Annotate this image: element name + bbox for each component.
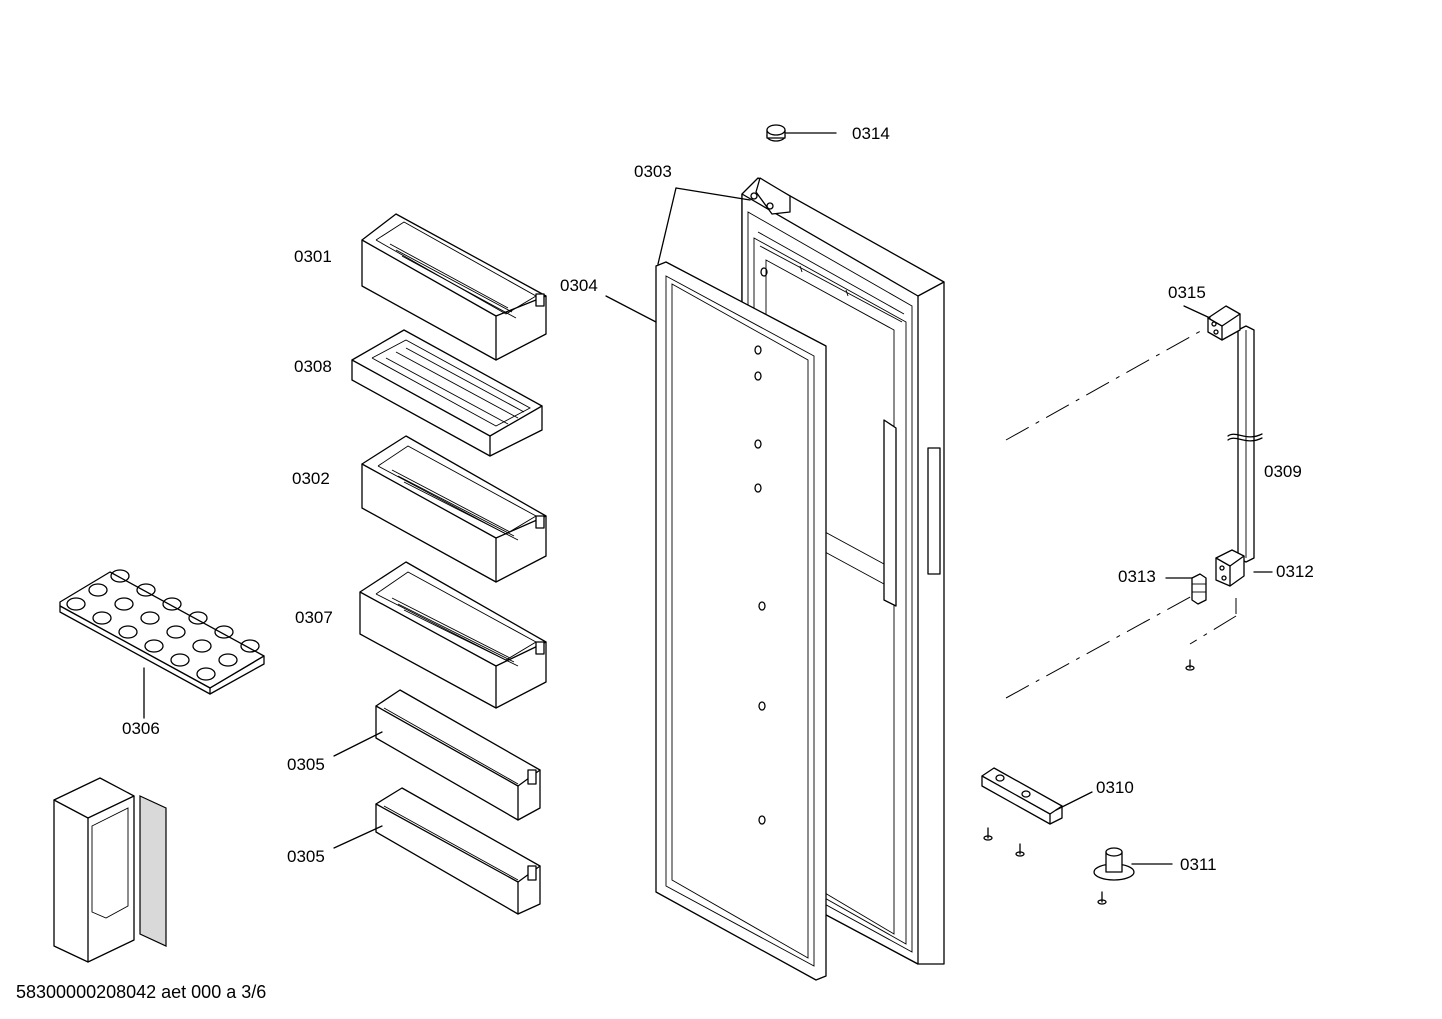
bottle-rack-0305-bottom [375, 787, 541, 915]
handle-cap-0315 [1207, 305, 1241, 341]
label-0303: 0303 [634, 162, 672, 181]
door-bin-0301 [361, 213, 547, 361]
assembly-lines [1005, 327, 1237, 699]
leader-lines [143, 132, 1273, 865]
egg-cup [240, 639, 260, 653]
screw-d [1097, 891, 1107, 905]
egg-cup [92, 611, 112, 625]
label-0315: 0315 [1168, 283, 1206, 302]
egg-cup [166, 625, 186, 639]
egg-cup [162, 597, 182, 611]
egg-cup [144, 639, 164, 653]
label-0310: 0310 [1096, 778, 1134, 797]
egg-cup [188, 611, 208, 625]
label-0313: 0313 [1118, 567, 1156, 586]
egg-cup [110, 569, 130, 583]
hinge-pin-0311 [1093, 847, 1135, 881]
label-0312: 0312 [1276, 562, 1314, 581]
egg-cup [140, 611, 160, 625]
egg-tray-0306 [59, 569, 265, 695]
filter-box [53, 777, 167, 963]
label-0302: 0302 [292, 469, 330, 488]
egg-cup [196, 667, 216, 681]
egg-cup [118, 625, 138, 639]
door-screws [754, 265, 849, 825]
door-bin-0308 [351, 329, 543, 457]
egg-cup [114, 597, 134, 611]
hinge-cap-0314 [766, 124, 786, 142]
egg-cup [88, 583, 108, 597]
handle-0309 [1227, 325, 1263, 563]
label-0311: 0311 [1180, 855, 1217, 874]
label-0305-top: 0305 [287, 755, 325, 774]
hinge-plate-0310 [981, 767, 1063, 825]
egg-cup [66, 597, 86, 611]
handle-bracket-0312 [1215, 549, 1245, 587]
document-footer-code: 58300000208042 aet 000 a 3/6 [16, 982, 267, 1002]
bottle-rack-0305-top [375, 689, 541, 821]
screw-a [1185, 659, 1195, 671]
label-0314: 0314 [852, 124, 890, 143]
egg-cup [192, 639, 212, 653]
label-0304: 0304 [560, 276, 598, 295]
door-bin-0302 [361, 435, 547, 583]
egg-cup [218, 653, 238, 667]
label-0301: 0301 [294, 247, 332, 266]
clip-0313 [1191, 573, 1207, 605]
door-gasket [655, 261, 827, 981]
screw-c [1015, 843, 1025, 857]
screw-b [983, 827, 993, 841]
label-0306: 0306 [122, 719, 160, 738]
label-0309: 0309 [1264, 462, 1302, 481]
label-0307: 0307 [295, 608, 333, 627]
label-0308: 0308 [294, 357, 332, 376]
egg-cup [136, 583, 156, 597]
egg-cup [170, 653, 190, 667]
door-bin-0307 [359, 561, 547, 709]
egg-cup [214, 625, 234, 639]
label-0305-bottom: 0305 [287, 847, 325, 866]
